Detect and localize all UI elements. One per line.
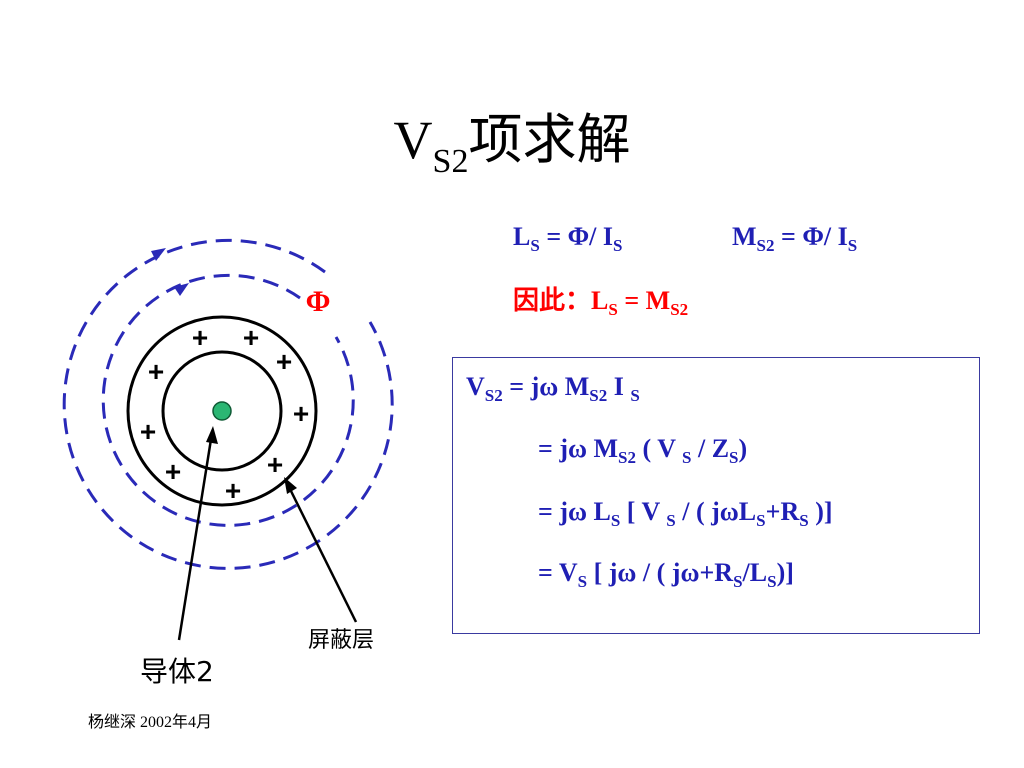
derivation-line-2: = jω MS2 ( V S / ZS): [538, 434, 748, 467]
plus-charge: +: [140, 416, 156, 447]
derivation-box: [452, 357, 980, 634]
shield-arrow-icon: [284, 477, 297, 494]
shield-circle: [126, 315, 318, 507]
derivation-line-4: = VS [ jω / ( jω+RS/LS)]: [538, 558, 794, 591]
inner-circle: [161, 350, 283, 472]
conductor-pointer: [177, 432, 214, 641]
shield-pointer: [285, 482, 358, 623]
plus-charge: +: [293, 398, 309, 429]
page-title: VS2项求解: [393, 110, 631, 180]
ls-definition: LS = Φ/ IS: [513, 222, 623, 255]
flux-line-inner: [101, 273, 355, 527]
phi-label: Φ: [306, 285, 331, 318]
plus-charge: +: [148, 356, 164, 387]
conductor-arrow-icon: [206, 426, 218, 444]
plus-charge: +: [267, 449, 283, 480]
derivation-line-1: VS2 = jω MS2 I S: [466, 372, 640, 405]
ms2-definition: MS2 = Φ/ IS: [732, 222, 858, 255]
plus-charge: +: [243, 322, 259, 353]
center-conductor-dot: [212, 401, 232, 421]
plus-charge: +: [276, 346, 292, 377]
plus-charge: +: [165, 456, 181, 487]
conductor-label: 导体2: [140, 655, 214, 688]
plus-charge: +: [225, 475, 241, 506]
flux-line-outer: [62, 238, 394, 570]
shield-label: 屏蔽层: [308, 628, 374, 653]
plus-charge: +: [192, 322, 208, 353]
footer-author-date: 杨继深 2002年4月: [88, 714, 213, 731]
flux-arrow-outer-icon: [151, 248, 166, 261]
derivation-line-3: = jω LS [ V S / ( jωLS+RS )]: [538, 497, 833, 530]
flux-arrow-inner-icon: [174, 283, 189, 296]
therefore-equation: 因此：LS = MS2: [513, 286, 689, 319]
